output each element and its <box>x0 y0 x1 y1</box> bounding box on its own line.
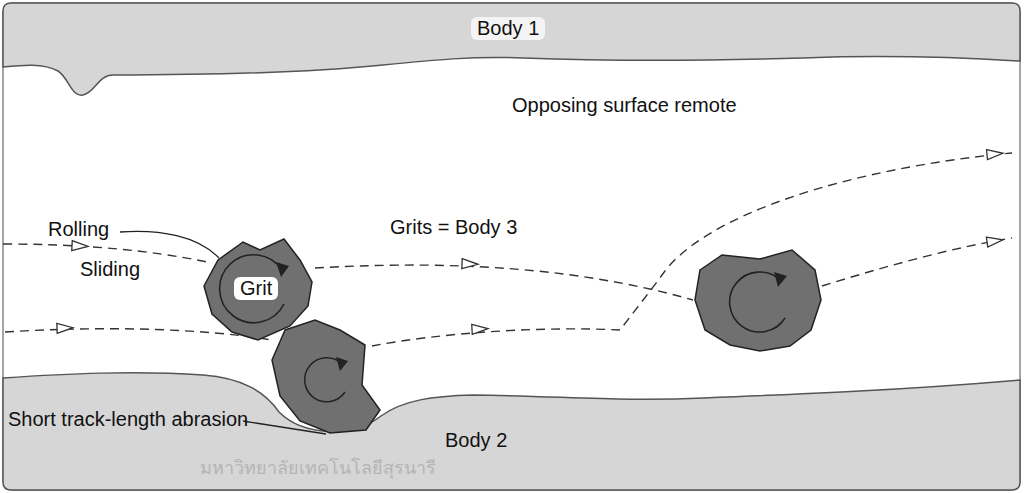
rotation-arrow <box>220 255 284 323</box>
part-label: Rolling <box>48 218 109 241</box>
drawing-stroke <box>372 153 1012 346</box>
node-text: Body 1 <box>471 17 545 40</box>
body-band: Body 1 <box>3 3 1020 103</box>
drawing-stroke <box>72 241 89 252</box>
node-text: Grit <box>234 277 278 300</box>
embedded-grit <box>243 320 380 434</box>
body-shape <box>3 373 1020 490</box>
frame <box>3 3 1020 490</box>
drawing-stroke <box>57 323 73 334</box>
drawing-stroke <box>243 421 326 434</box>
part-label: Sliding <box>80 258 140 281</box>
grit-shape <box>204 239 312 340</box>
node-text: Body 2 <box>445 429 507 452</box>
drawing-stroke <box>986 235 1003 247</box>
leader-line <box>120 231 219 258</box>
rotation-arrowhead <box>276 262 289 277</box>
drawing-stroke <box>774 272 787 287</box>
drawing-stroke <box>336 357 348 371</box>
drawing-stroke <box>472 324 489 335</box>
part-label: Grits = Body 3 <box>390 216 517 239</box>
part-label: Short track-length abrasion <box>8 408 248 431</box>
motion-paths <box>3 153 1012 346</box>
grit-particle <box>695 250 821 351</box>
drawing-stroke <box>272 320 380 433</box>
note: Opposing surface remote <box>512 94 737 117</box>
watermark: มหาวิทยาลัยเทคโนโลยีสุรนารี <box>200 458 436 479</box>
drawing-stroke <box>822 238 1012 286</box>
drawing-stroke <box>462 259 478 270</box>
drawing-stroke <box>695 250 821 351</box>
motion-arrowheads <box>57 148 1004 334</box>
drawing-stroke <box>315 265 693 300</box>
drawing-stroke <box>987 148 1004 159</box>
body-shape <box>3 3 1020 95</box>
